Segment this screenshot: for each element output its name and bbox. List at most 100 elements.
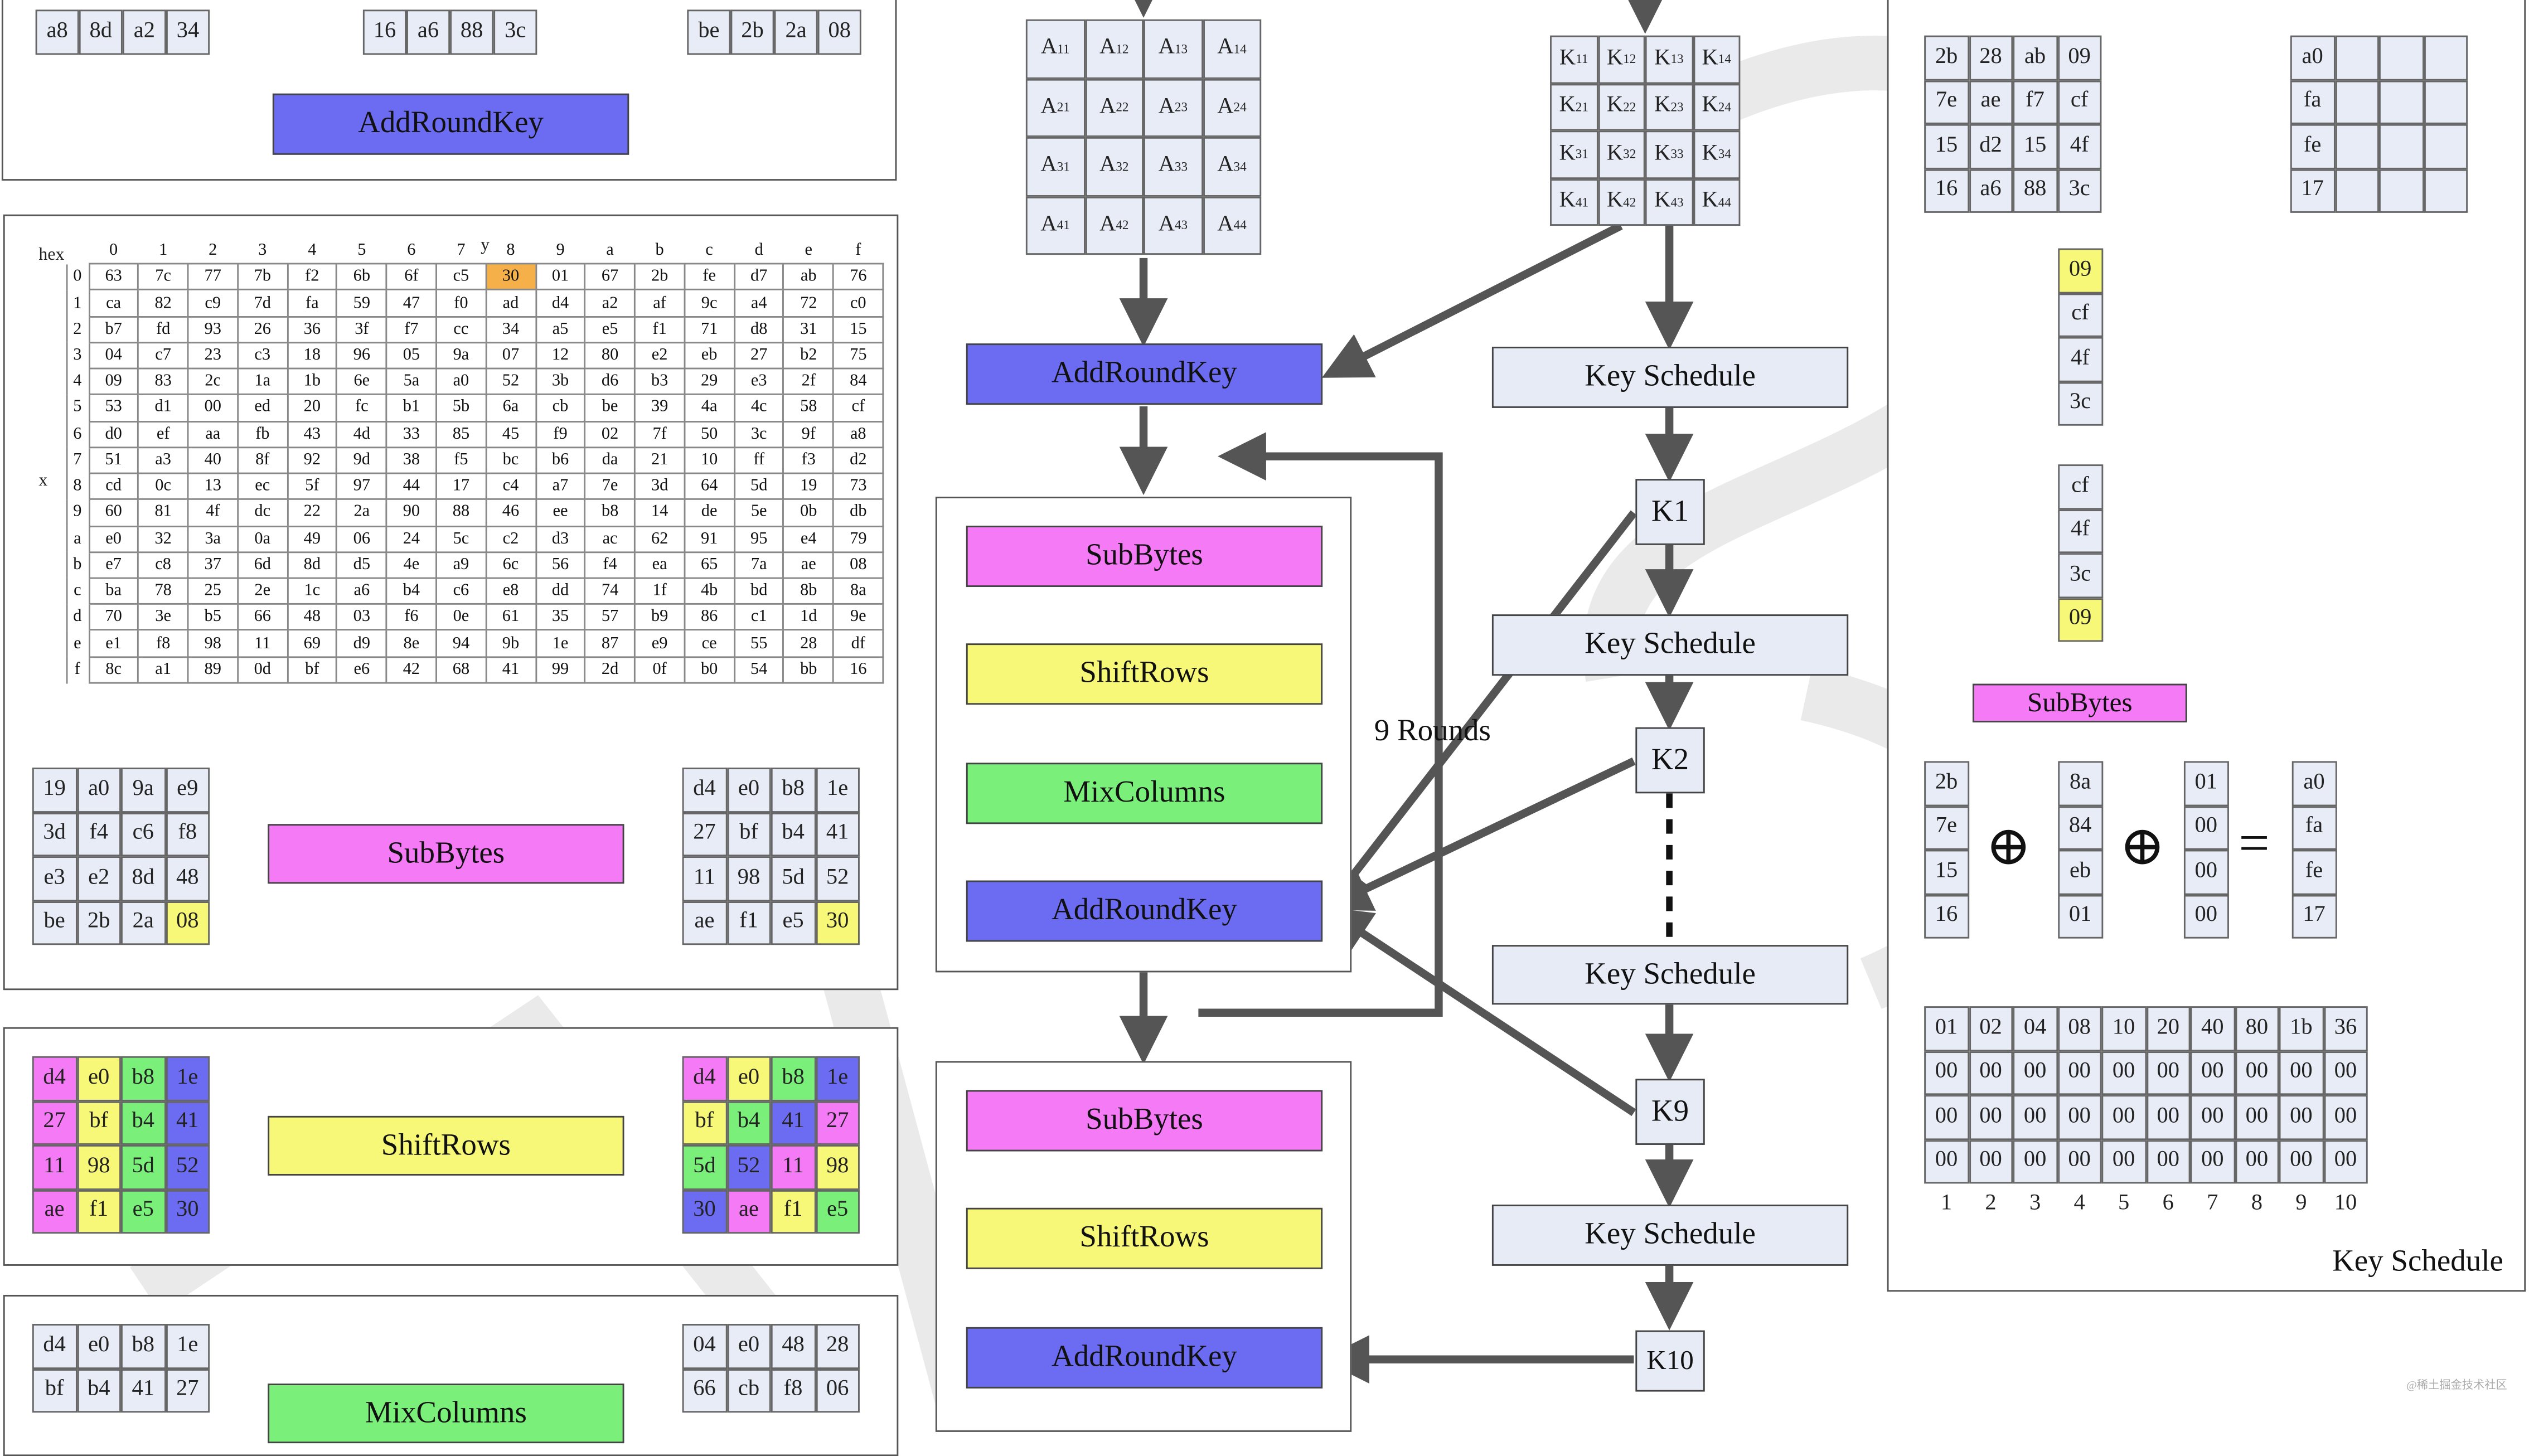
grid-cell: 08 [165,900,210,945]
sbox-cell: 66 [236,603,288,632]
grid-cell: 15 [1924,850,1969,895]
sbox-cell: 26 [236,315,288,343]
sbox-cell: 76 [832,263,884,291]
xor-symbol-1: ⊕ [1985,817,2032,877]
sbox-cell: da [584,446,636,474]
grid-cell: 2b [1924,761,1969,805]
grid-cell: d4 [682,768,727,812]
sbox-cell: 09 [88,367,139,396]
sbox-row-header: 7 [66,447,90,474]
grid-cell: f4 [76,812,121,857]
sbox-spacer [30,473,67,500]
sbox-cell: c4 [485,472,536,501]
sbox-cell: 2a [336,498,387,527]
sbox-cell: f8 [137,629,189,658]
sbox-cell: 9b [485,629,536,658]
sbox-row-header: b [66,552,90,578]
grid-cell: 2b [730,9,774,55]
grid-cell: 98 [726,856,771,901]
rcon-cell: 00 [2101,1095,2146,1139]
rcon-cell: 10 [2101,1006,2146,1051]
grid-cell: 52 [815,856,860,901]
grid-cell [2378,80,2424,124]
sbox-cell: cb [535,394,587,422]
sbox-spacer [30,421,67,448]
sbox-col-header: 7 [457,242,466,260]
sbox-cell: 61 [485,603,536,632]
sbox-cell: d6 [584,367,636,396]
sbox-cell: de [684,498,735,527]
sbox-cell: 3e [137,603,189,632]
sbox-cell: fd [137,315,189,343]
sbox-spacer [30,604,67,630]
grid-cell: 30 [815,900,860,945]
grid-cell: 27 [682,812,727,857]
grid-cell: 2a [774,9,818,55]
sbox-cell: 0c [137,472,189,501]
sbox-cell: 57 [584,603,636,632]
sbox-col-header: 2 [209,242,217,260]
rcon-cell: 00 [1924,1095,1969,1139]
grid-cell: 10 [2334,1191,2357,1216]
grid-cell: 98 [815,1144,860,1190]
sbox-col-header: 8 [506,242,515,260]
sbox-cell: 07 [485,341,536,370]
sbox-cell: 35 [535,603,587,632]
grid-cell: 16 [1924,168,1969,213]
sbox-cell: 51 [88,446,139,474]
sbox-cell: be [584,394,636,422]
grid-cell: 2b [76,900,121,945]
rcon-cell: 00 [2101,1050,2146,1095]
sbox-cell: 8e [385,629,437,658]
sbox-row-header: 1 [66,290,90,317]
sbox-corner-label: hex [38,245,65,265]
sbox-cell: 48 [286,603,338,632]
rcon-cell: 1b [2279,1006,2324,1051]
sbox-cell: 39 [634,394,686,422]
sbox-cell: 98 [187,629,239,658]
sbox-cell: 9c [684,289,735,317]
rcon-cell: 00 [1968,1139,2013,1184]
sbox-cell: 3a [187,525,239,553]
grid-cell: e5 [120,1189,166,1234]
sbox-row-header: c [66,577,90,604]
sbox-cell: 81 [137,498,189,527]
sbox-cell: 71 [684,315,735,343]
grid-cell: be [687,9,731,55]
sbox-cell: a4 [733,289,785,317]
key-schedule-box-3: Key Schedule [1491,945,1849,1005]
sbox-cell: 70 [88,603,139,632]
sbox-cell: 18 [286,341,338,370]
round-key-k1: K1 [1635,479,1705,545]
sbox-col-header: 3 [258,242,267,260]
grid-cell: 11 [32,1144,77,1190]
sbox-spacer [30,395,67,421]
sbox-cell: b2 [783,341,835,370]
sbox-col-header: c [705,242,713,260]
rcon-cell: 04 [2013,1006,2057,1051]
rounds-label: 9 Rounds [1374,714,1491,749]
grid-cell: 7e [1924,805,1969,850]
grid-cell [2423,35,2468,80]
sbox-cell: cd [88,472,139,501]
sbox-cell: 19 [783,472,835,501]
sbox-cell: fb [236,420,288,448]
round-key-k2: K2 [1635,727,1705,794]
grid-cell: ae [726,1189,771,1234]
sbox-col-header: 1 [159,242,168,260]
sbox-cell: 3c [733,420,785,448]
sbox-cell: 3d [634,472,686,501]
grid-cell: b8 [771,1056,816,1101]
